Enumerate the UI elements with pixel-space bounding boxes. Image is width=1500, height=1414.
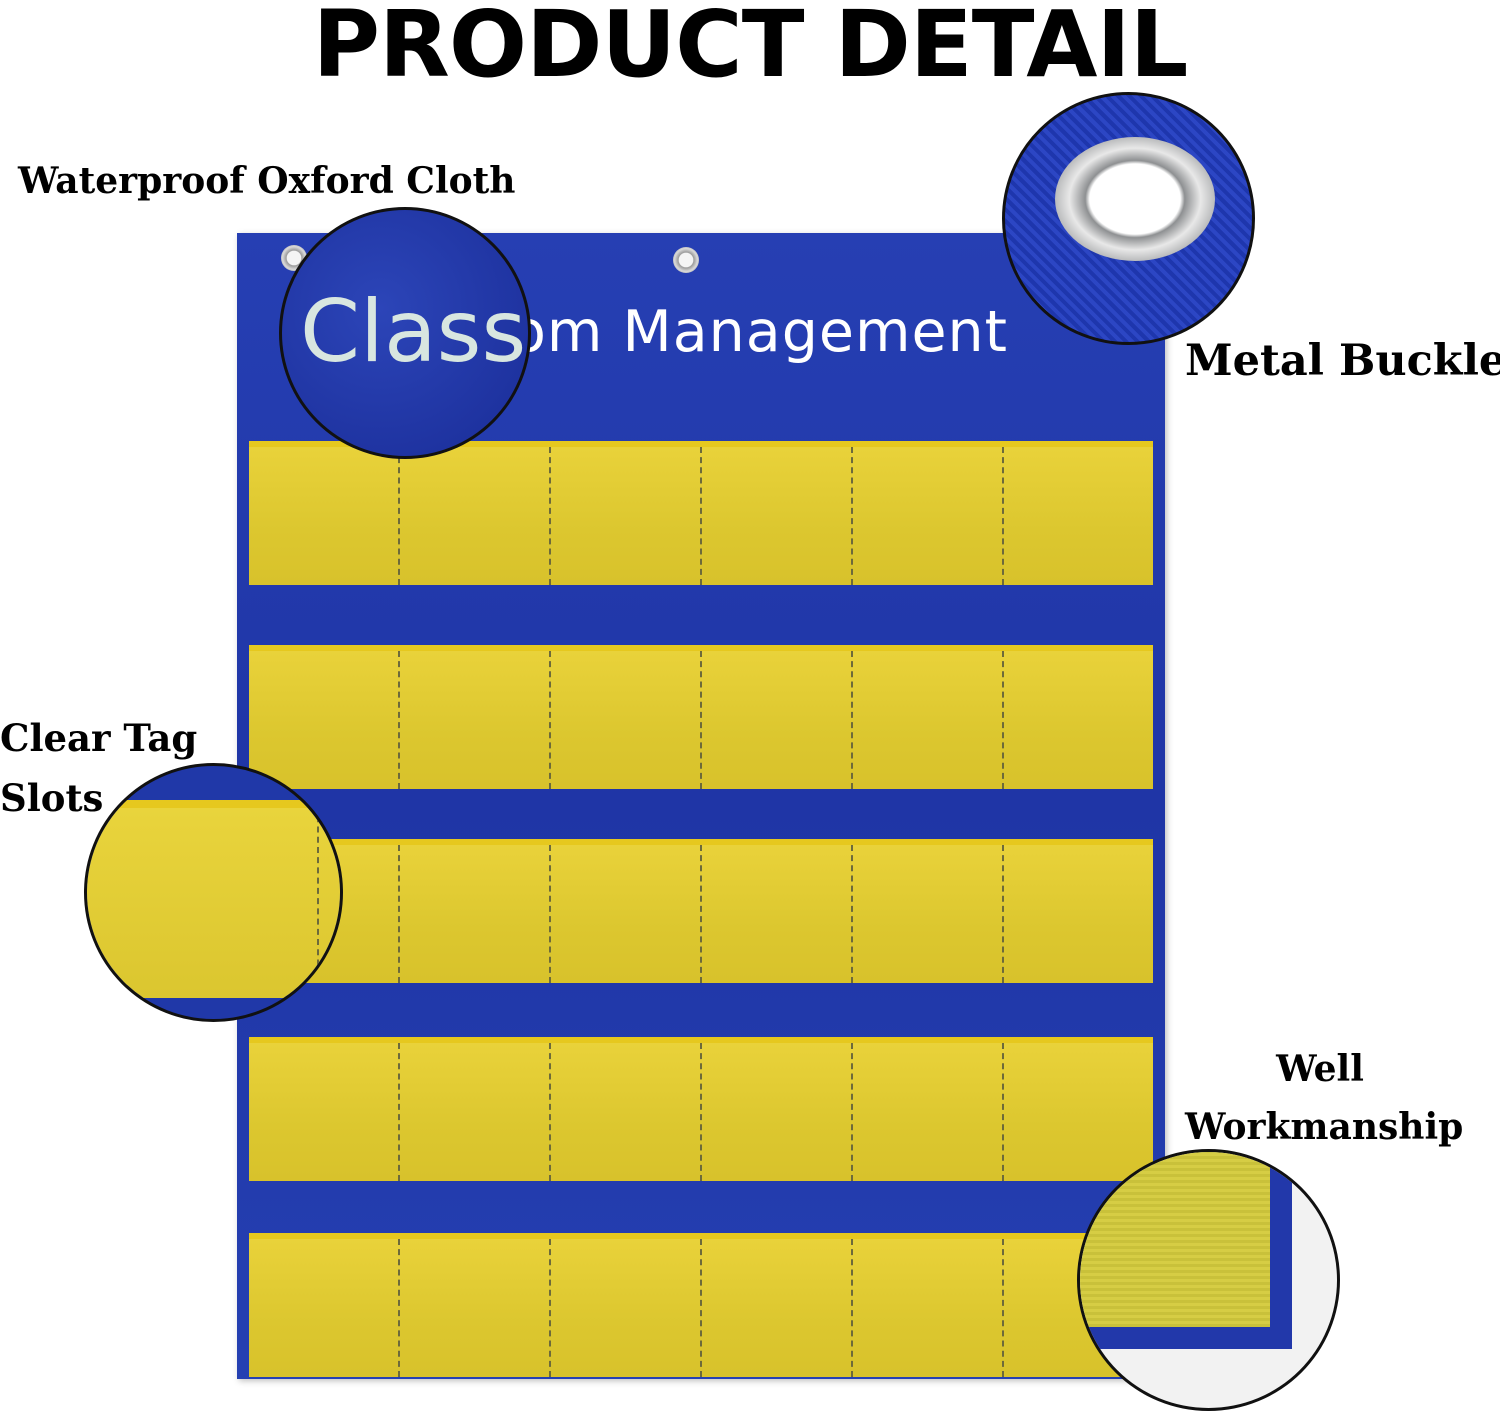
pocket-slot xyxy=(853,845,1004,983)
zoom-metal-buckle xyxy=(1002,92,1255,345)
pocket-slot xyxy=(1004,447,1153,585)
pocket-slot xyxy=(853,651,1004,789)
pocket-row xyxy=(249,645,1153,789)
pocket-slot xyxy=(853,1239,1004,1377)
pocket-slot xyxy=(249,1043,400,1181)
pocket-slot xyxy=(249,1239,400,1377)
label-clear-tag-slots-line2: Slots xyxy=(0,776,104,820)
page-heading: PRODUCT DETAIL xyxy=(312,0,1189,98)
pocket-slot xyxy=(400,447,551,585)
pocket-slot xyxy=(853,447,1004,585)
pocket-slot xyxy=(249,651,400,789)
pocket-slot xyxy=(702,1043,853,1181)
slot-seam xyxy=(317,806,319,986)
label-waterproof-oxford-cloth: Waterproof Oxford Cloth xyxy=(18,160,516,202)
pocket-slot xyxy=(400,1239,551,1377)
pocket-slot xyxy=(1004,651,1153,789)
grommet-center xyxy=(673,247,699,273)
stitched-edge xyxy=(1080,1152,1292,1349)
pocket-slot xyxy=(551,651,702,789)
pocket-slot xyxy=(249,447,400,585)
metal-buckle-icon xyxy=(1055,137,1215,261)
label-clear-tag-slots-line1: Clear Tag xyxy=(0,716,198,760)
pocket-slot xyxy=(551,1239,702,1377)
pocket-slot xyxy=(400,651,551,789)
label-clear-tag-slots: Clear Tag Slots xyxy=(0,708,197,828)
zoom-cloth-text: Class xyxy=(300,282,527,382)
pocket-row xyxy=(249,1233,1153,1377)
zoom-well-workmanship xyxy=(1077,1149,1340,1411)
label-metal-buckle: Metal Buckle xyxy=(1185,336,1500,386)
pocket-slot xyxy=(702,651,853,789)
label-well-workmanship-line1: Well xyxy=(1276,1048,1364,1090)
pocket-slot xyxy=(1004,845,1153,983)
zoom-oxford-cloth: Class xyxy=(279,207,531,459)
slot-pocket xyxy=(87,800,340,998)
pocket-slot xyxy=(702,1239,853,1377)
label-well-workmanship: Well Workmanship xyxy=(1185,1040,1464,1156)
zoom-clear-tag-slot xyxy=(84,763,343,1022)
pocket-slot xyxy=(702,845,853,983)
pocket-slot xyxy=(702,447,853,585)
pocket-slot xyxy=(551,447,702,585)
pocket-row xyxy=(249,839,1153,983)
pocket-row xyxy=(249,441,1153,585)
pocket-row xyxy=(249,1037,1153,1181)
label-well-workmanship-line2: Workmanship xyxy=(1185,1106,1464,1148)
pocket-slot xyxy=(400,1043,551,1181)
pocket-slot xyxy=(853,1043,1004,1181)
pocket-slot xyxy=(400,845,551,983)
pocket-slot xyxy=(551,845,702,983)
pocket-slot xyxy=(551,1043,702,1181)
